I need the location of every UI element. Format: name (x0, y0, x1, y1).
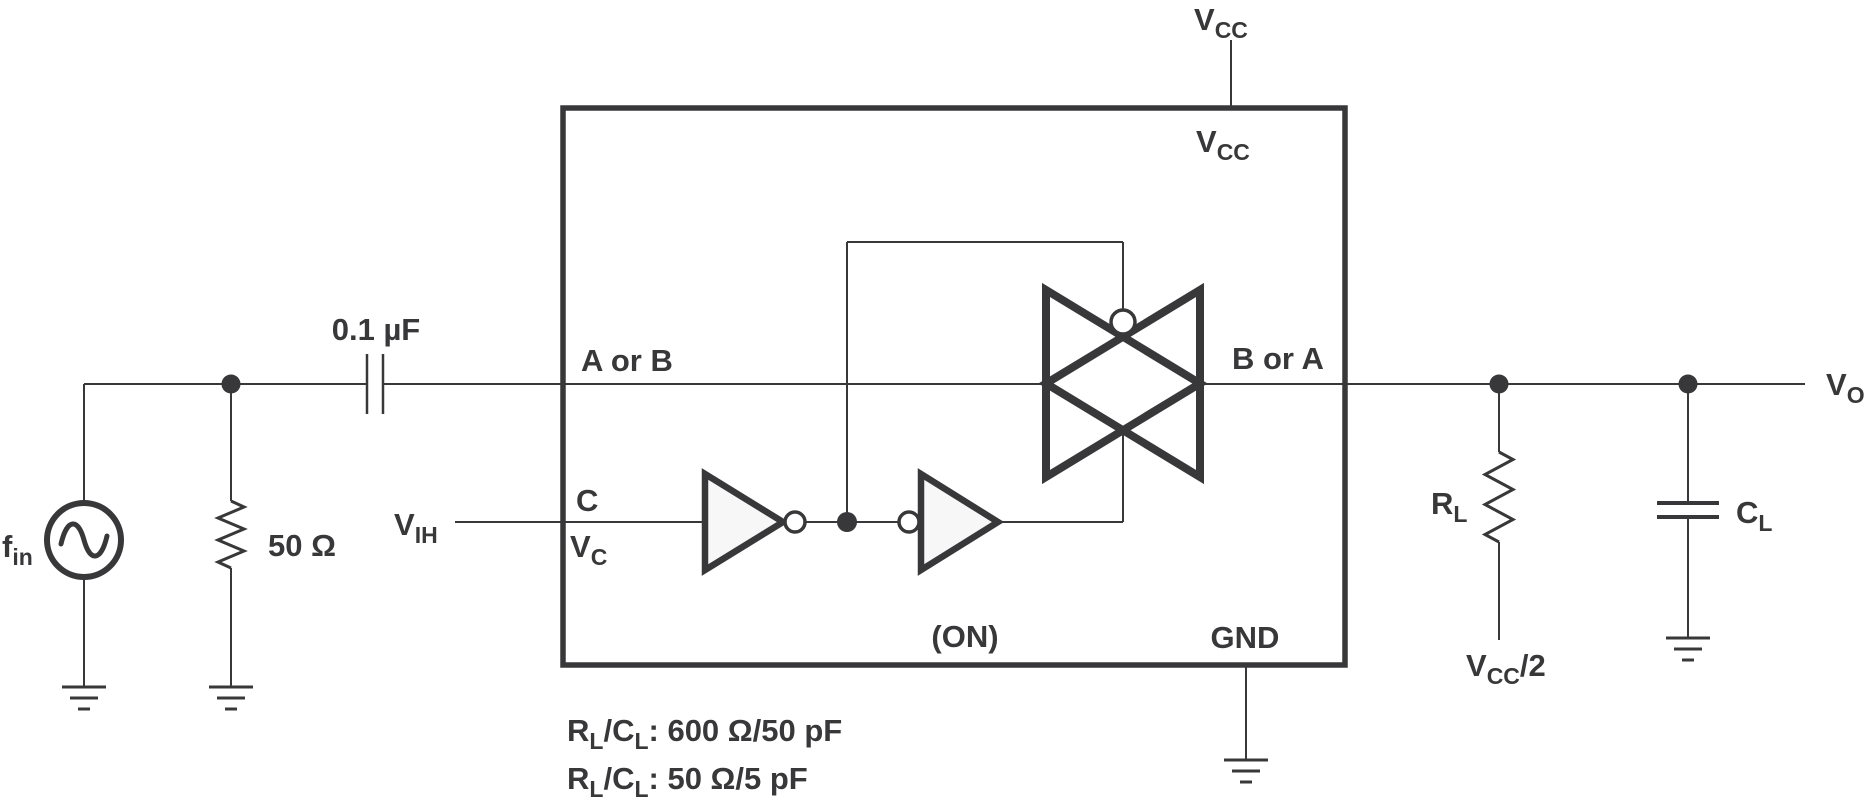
inverter (701, 468, 899, 576)
load-condition-notes: RL/CL: 600 Ω/50 pF RL/CL: 50 Ω/5 pF (567, 713, 842, 797)
ground-symbol (207, 685, 255, 711)
pin-a-label: A or B (581, 343, 673, 378)
inverter-output-bubble (783, 510, 807, 534)
gnd-pin (1222, 665, 1270, 784)
transmission-gate (1038, 282, 1208, 485)
transmission-gate-bubble (1109, 308, 1137, 336)
sine-wave-icon (58, 521, 110, 559)
pin-c-label: C (576, 483, 598, 518)
load-bias-label: VCC/2 (1466, 648, 1546, 689)
control-input: VIH (394, 507, 705, 548)
coupling-capacitor: 0.1 µF (84, 312, 420, 414)
control-input-label: VIH (394, 507, 438, 548)
termination-resistor: 50 Ω (207, 374, 336, 711)
device-under-test: VCC A or B B or A C VC (ON) GND (560, 105, 1348, 668)
control-voltage-label: VC (570, 529, 607, 570)
buffer (897, 468, 1005, 576)
inverter-triangle-icon (701, 468, 790, 576)
buffer-triangle-icon (917, 468, 1005, 576)
vcc-pin: VCC (1194, 2, 1248, 108)
transmission-gate-left-triangle (1038, 282, 1204, 485)
pin-b-label: B or A (1232, 341, 1324, 376)
source-label: fin (2, 529, 33, 570)
resistor-zigzag-icon (1481, 450, 1517, 544)
gnd-pin-label: GND (1211, 620, 1280, 655)
note-line-2: RL/CL: 50 Ω/5 pF (567, 761, 808, 797)
output-label: VO (1826, 367, 1865, 408)
ground-symbol (1222, 758, 1270, 784)
coupling-cap-value: 0.1 µF (332, 312, 421, 347)
buffer-input-bubble (897, 510, 921, 534)
resistor-zigzag-icon (214, 499, 248, 570)
dut-outline (560, 105, 1348, 668)
ground-symbol (1664, 636, 1712, 662)
termination-value: 50 Ω (268, 528, 336, 563)
note-line-1: RL/CL: 600 Ω/50 pF (567, 713, 842, 754)
ground-symbol (60, 685, 108, 711)
load-capacitor: CL (1657, 374, 1772, 662)
junction-dot (837, 512, 857, 532)
control-routing (846, 241, 1124, 523)
load-resistor-label: RL (1431, 486, 1467, 527)
vcc-supply-label: VCC (1194, 2, 1248, 43)
load-capacitor-label: CL (1736, 495, 1772, 536)
signal-source: fin (2, 384, 124, 711)
vcc-inside-label: VCC (1196, 124, 1250, 165)
switch-state-label: (ON) (931, 619, 998, 654)
load-resistor: RL VCC/2 (1431, 374, 1546, 689)
